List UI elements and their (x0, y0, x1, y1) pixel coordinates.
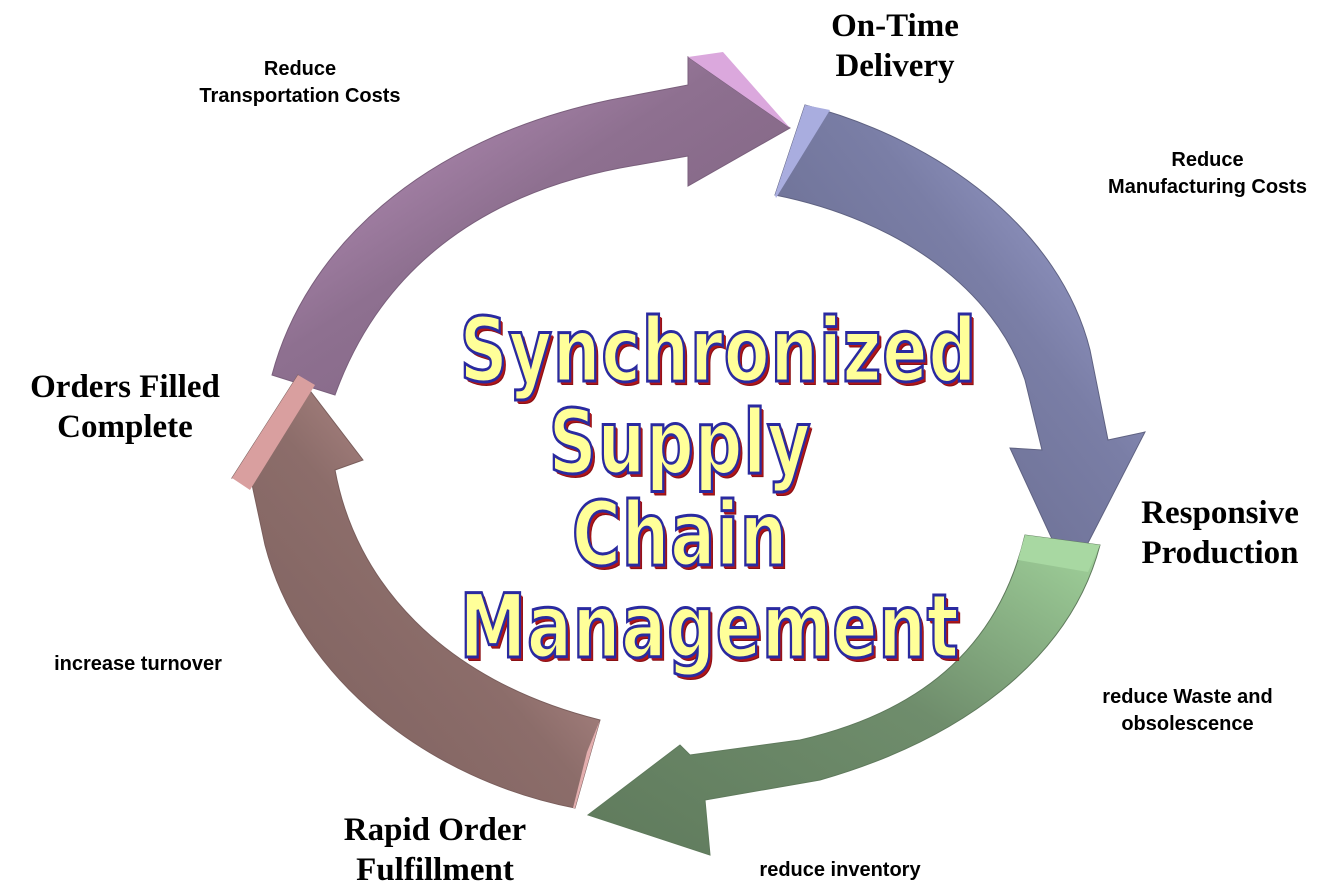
benefit-reduce-manufacturing-costs: Reduce Manufacturing Costs (1075, 147, 1340, 201)
benefit-reduce-manufacturing-costs-line2: Manufacturing Costs (1108, 176, 1307, 198)
benefit-reduce-transportation-costs: Reduce Transportation Costs (165, 56, 435, 110)
node-on-time-delivery-line2: Delivery (835, 48, 955, 84)
node-orders-filled-complete-line1: Orders Filled (30, 369, 220, 405)
node-rapid-order-fulfillment: Rapid Order Fulfillment (320, 810, 550, 890)
arrow-left (230, 374, 601, 809)
benefit-reduce-manufacturing-costs-line1: Reduce (1171, 149, 1244, 171)
node-rapid-order-fulfillment-line1: Rapid Order (343, 812, 527, 848)
benefit-reduce-inventory: reduce inventory (759, 859, 921, 881)
node-responsive-production: Responsive Production (1120, 493, 1320, 573)
benefit-reduce-transportation-costs-line1: Reduce (263, 58, 337, 80)
arrow-right (774, 104, 1146, 580)
node-on-time-delivery-line1: On-Time (831, 8, 959, 44)
benefit-increase-turnover: increase turnover (54, 653, 222, 675)
node-responsive-production-line1: Responsive (1141, 495, 1299, 531)
arrow-bottom (586, 534, 1101, 856)
title-line3: Management (458, 575, 960, 678)
title-line1: Synchronized (458, 299, 977, 402)
node-orders-filled-complete-line2: Complete (57, 409, 193, 445)
diagram-title: Synchronized Supply Chain Management (390, 299, 977, 678)
benefit-reduce-transportation-costs-line2: Transportation Costs (199, 85, 401, 107)
node-responsive-production-line2: Production (1141, 535, 1299, 571)
benefit-reduce-waste-line2: obsolescence (1121, 713, 1254, 735)
node-orders-filled-complete: Orders Filled Complete (5, 367, 245, 447)
node-rapid-order-fulfillment-line2: Fulfillment (356, 852, 514, 888)
arrow-top (271, 52, 791, 396)
title-line2: Supply Chain (548, 391, 812, 586)
node-on-time-delivery: On-Time Delivery (800, 6, 990, 86)
benefit-reduce-waste-line1: reduce Waste and (1102, 686, 1273, 708)
benefit-reduce-waste: reduce Waste and obsolescence (1065, 684, 1310, 738)
